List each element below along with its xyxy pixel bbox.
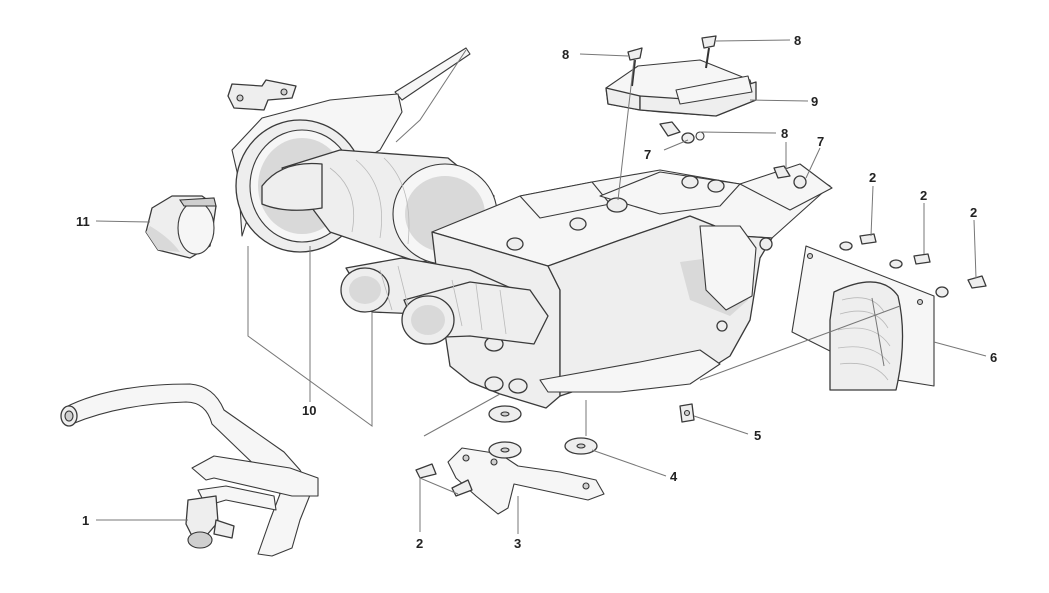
callout-8-top-left: 8 <box>562 47 569 62</box>
callout-11: 11 <box>76 214 90 229</box>
washers-part-4 <box>488 405 598 459</box>
callout-4: 4 <box>670 469 678 484</box>
callout-7-right: 7 <box>817 134 824 149</box>
leader-lines <box>95 39 987 534</box>
callout-9: 9 <box>811 94 818 109</box>
fasteners <box>415 35 987 497</box>
cap-part-11 <box>145 195 217 259</box>
breather-hose-part-1 <box>60 383 319 557</box>
callout-2-right-b: 2 <box>920 188 927 203</box>
callout-6: 6 <box>990 350 997 365</box>
callout-2-lower: 2 <box>416 536 423 551</box>
callout-5: 5 <box>754 428 761 443</box>
callout-2-right-a: 2 <box>869 170 876 185</box>
callout-1: 1 <box>82 513 89 528</box>
cover-plate-part-6 <box>791 245 935 391</box>
intake-tubes <box>340 257 549 345</box>
clip-nut-part-5 <box>679 403 695 423</box>
callout-labels: 1 2 2 2 2 3 4 5 6 7 7 8 8 8 9 10 11 <box>76 33 997 551</box>
callout-8-top-right: 8 <box>794 33 801 48</box>
bracket-part-3 <box>447 447 605 515</box>
callout-8-middle: 8 <box>781 126 788 141</box>
callout-3: 3 <box>514 536 521 551</box>
callout-7-left: 7 <box>644 147 651 162</box>
callout-10: 10 <box>302 403 316 418</box>
callout-2-right-c: 2 <box>970 205 977 220</box>
